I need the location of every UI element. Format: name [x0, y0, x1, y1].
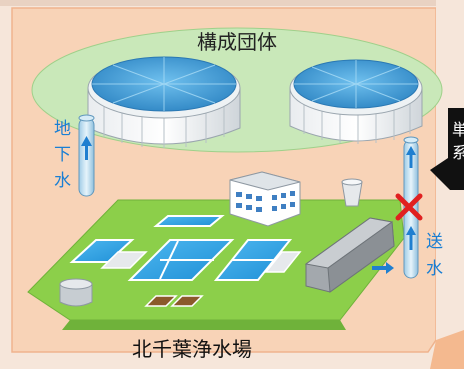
- groundwater-pipe: [78, 114, 95, 197]
- groundwater-label-1: 地: [54, 119, 71, 139]
- member-organizations-title: 構成団体: [197, 30, 277, 54]
- callout-char-2: 系: [452, 143, 464, 162]
- callout-box: [430, 108, 464, 190]
- groundwater-label-2: 下: [54, 145, 71, 165]
- sludge-beds: [144, 295, 204, 307]
- top-strip: [0, 0, 464, 6]
- send-water-label-2: 水: [426, 259, 443, 279]
- groundwater-label-3: 水: [54, 171, 71, 191]
- office-building: [229, 171, 301, 227]
- cylinder-tank: [59, 278, 93, 307]
- distribution-building: [304, 217, 395, 293]
- transmission-arrow-lower-icon: [406, 226, 416, 250]
- filtration-pools: [69, 215, 302, 281]
- send-water-label-1: 送: [426, 232, 443, 252]
- reservoir-tank-right: [289, 59, 423, 144]
- groundwater-arrow-icon: [81, 136, 92, 160]
- distribution-flow-arrow-icon: [372, 262, 394, 274]
- blocked-cross-icon: [395, 193, 423, 221]
- facility-name: 北千葉浄水場: [132, 337, 252, 361]
- reservoir-tank-left: [87, 56, 241, 148]
- page-corner: [430, 330, 464, 369]
- transmission-arrow-up-icon: [406, 146, 416, 168]
- plant-ground-edge: [62, 320, 346, 330]
- small-elevated-tank: [341, 178, 363, 207]
- callout-char-1: 単: [452, 120, 464, 139]
